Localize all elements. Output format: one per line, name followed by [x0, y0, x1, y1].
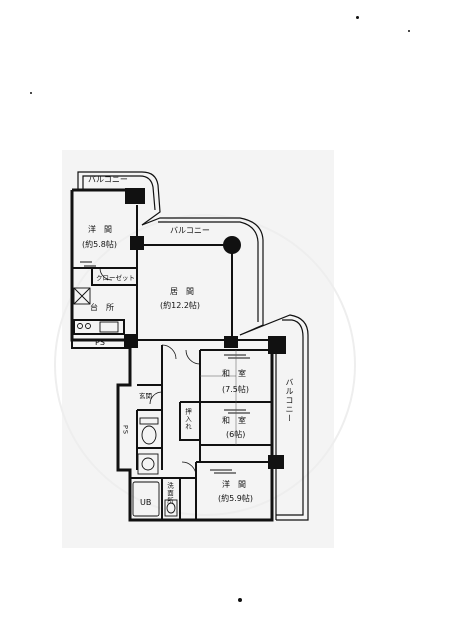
stove-burner	[85, 323, 91, 329]
room-japanese-1-name: 和 室	[222, 369, 246, 378]
room-living-size: (約12.2帖)	[160, 301, 201, 310]
room-japanese-2-name: 和 室	[222, 416, 246, 425]
room-ps-label: PS	[95, 338, 105, 347]
room-western-1-size: (約5.8帖)	[82, 240, 117, 249]
washer-pan	[137, 453, 159, 475]
balcony-label-top-left: バルコニー	[88, 175, 128, 184]
wash-basin	[164, 499, 178, 517]
wash-basin-bowl	[166, 502, 176, 514]
bathtub	[132, 481, 160, 517]
balcony-label-top-middle: バルコニー	[170, 226, 210, 235]
column	[124, 334, 138, 348]
room-ps2-label: PS	[121, 425, 130, 436]
room-kitchen-label: 台 所	[90, 303, 114, 312]
room-western-2-name: 洋 間	[222, 480, 246, 489]
columns	[124, 188, 286, 469]
scan-speck	[30, 92, 32, 94]
fridge	[73, 287, 91, 305]
room-entrance-label: 玄関	[139, 392, 152, 400]
balcony-outlines	[77, 171, 309, 521]
room-japanese-1-size: (7.5帖)	[222, 385, 249, 394]
sliding-door-marks	[80, 261, 250, 474]
room-japanese-2-size: (6帖)	[226, 430, 246, 439]
tatami-lines	[200, 350, 237, 445]
column	[125, 188, 145, 204]
balcony-label-right: バルコニー	[285, 378, 294, 423]
room-ub-label: UB	[140, 498, 152, 507]
column	[223, 236, 241, 254]
room-washroom-label: 洗面所	[165, 482, 174, 505]
kitchen-sink	[99, 321, 119, 333]
column	[268, 336, 286, 354]
scan-shadow-circle	[54, 214, 356, 516]
room-living-name: 居 間	[170, 287, 194, 296]
door-swings	[99, 267, 201, 477]
column	[224, 336, 238, 348]
room-oshiire-label: 押入れ	[183, 408, 192, 431]
scan-speck	[408, 30, 410, 32]
fixtures	[73, 287, 178, 517]
scan-speck	[356, 16, 359, 19]
washer-drain	[141, 457, 155, 471]
toilet-bowl	[141, 425, 157, 445]
column	[130, 236, 144, 250]
room-western-2-size: (約5.9帖)	[218, 494, 253, 503]
interior-walls	[71, 205, 278, 520]
stove-burner	[77, 323, 83, 329]
room-closet-label: クローゼット	[96, 274, 135, 282]
column	[268, 455, 284, 469]
room-western-1-name: 洋 間	[88, 225, 112, 234]
toilet-tank	[139, 417, 159, 425]
scan-speck	[238, 598, 242, 602]
